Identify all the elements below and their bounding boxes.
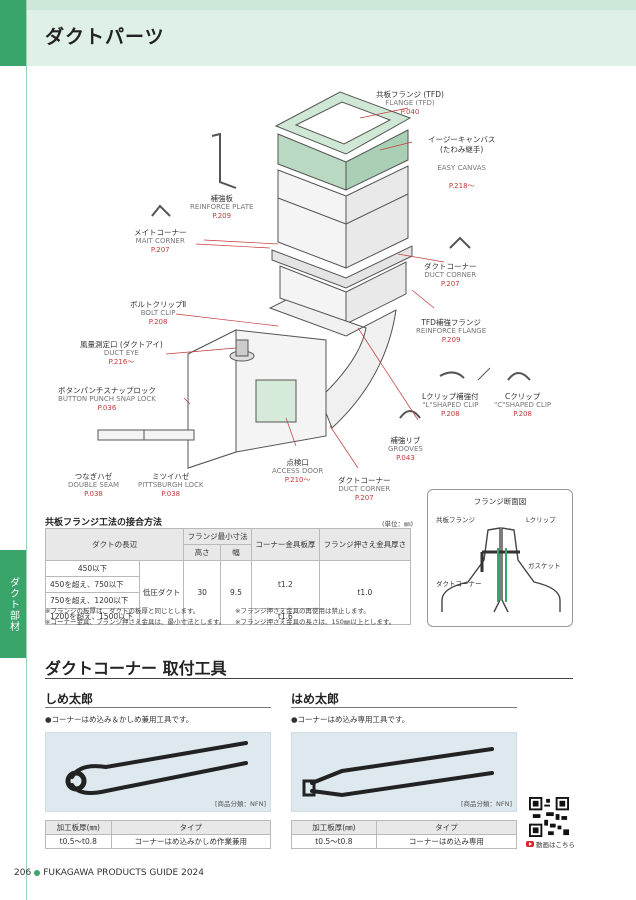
cell-type: コーナーはめ込み専用	[375, 834, 518, 849]
tool-name-shimetaro: しめ太郎	[45, 692, 94, 706]
tool-name-hametaro: はめ太郎	[291, 692, 340, 706]
qr-code-icon[interactable]	[528, 797, 570, 837]
label-gasket: ガスケット	[528, 562, 561, 570]
footer-dot-icon	[34, 870, 41, 876]
th-type: タイプ	[375, 820, 518, 835]
th-length: ダクトの長辺	[44, 528, 185, 561]
callout-snap-lock[interactable]: ボタンパンチスナップロック BUTTON PUNCH SNAP LOCK P.0…	[58, 386, 156, 413]
label-flange: 共板フランジ	[436, 516, 475, 524]
spec-footnotes: ※フランジの板厚は、ダクトの板厚と同じとします。 ※フランジ押さえ金具の再使用は禁…	[45, 606, 425, 628]
callout-c-clip[interactable]: Cクリップ "C"SHAPED CLIP P.208	[494, 392, 552, 419]
callout-tfd-flange[interactable]: 共板フランジ (TFD) FLANGE (TFD) P.040	[376, 90, 444, 117]
table-row: 1200を超え、1500以下 t1.6	[45, 608, 411, 625]
table-row: t0.5〜t0.8 コーナーはめ込み専用	[291, 834, 518, 849]
tool-rule	[291, 707, 517, 708]
callout-grooves[interactable]: 補強リブ GROOVES P.043	[388, 436, 423, 463]
section-tab-marker	[0, 0, 26, 66]
th-height: 高さ	[183, 544, 221, 561]
pliers-icon	[302, 747, 494, 798]
label-duct-corner: ダクトコーナー	[436, 580, 482, 588]
callout-bolt-clip[interactable]: ボルトクリップⅡ BOLT CLIP P.208	[130, 300, 187, 327]
page-footer: 206 FUKAGAWA PRODUCTS GUIDE 2024	[14, 868, 204, 878]
spec-table-unit: (単位：㎜)	[382, 520, 414, 528]
th-flange-min: フランジ最小寸法	[183, 528, 253, 545]
video-link-label: 動画はこちら	[536, 841, 575, 849]
callout-mait-corner[interactable]: メイトコーナー MAIT CORNER P.207	[134, 228, 187, 255]
footer-guide-title: FUKAGAWA PRODUCTS GUIDE 2024	[43, 868, 204, 878]
callout-double-seam[interactable]: つなぎハゼ DOUBLE SEAM P.038	[68, 472, 120, 499]
cell-length: 450を超え、750以下	[45, 576, 140, 593]
tool-photo-shimetaro: [商品分類：NFN]	[45, 732, 271, 812]
cell-length: 450以下	[45, 560, 140, 577]
tool-desc: ●コーナーはめ込み＆かしめ兼用工具です。	[45, 715, 194, 724]
tool-photo-hametaro: [商品分類：NFN]	[291, 732, 517, 812]
callout-reinforce-plate[interactable]: 補強板 REINFORCE PLATE P.209	[190, 194, 254, 221]
header-band	[26, 0, 636, 66]
th-type: タイプ	[110, 820, 272, 835]
cell-width: 9.5	[219, 560, 253, 625]
callout-easy-canvas[interactable]: イージーキャンバス (たわみ継手) EASY CANVAS P.218〜	[428, 135, 496, 190]
pliers-icon	[65, 741, 248, 795]
youtube-play-icon	[526, 841, 534, 847]
callout-reinforce-flange[interactable]: TFD補強フランジ REINFORCE FLANGE P.209	[416, 318, 487, 345]
footnote: ※コーナー金具、フランジ押さえ金具は、最小寸法とします。	[45, 618, 226, 627]
cell-pressure: 低圧ダクト	[138, 560, 185, 625]
cell-corner-a: t1.2	[251, 560, 320, 609]
tool-rule	[45, 707, 271, 708]
th-clip-thickness: フランジ押さえ金具厚さ	[318, 528, 412, 561]
duct-illustration	[97, 91, 531, 469]
cell-thickness: t0.5〜t0.8	[45, 834, 112, 849]
th-width: 幅	[219, 544, 253, 561]
tool-spec-table-shimetaro: 加工板厚(㎜) タイプ t0.5〜t0.8 コーナーはめ込みかしめ作業兼用	[45, 820, 272, 849]
page-number: 206	[14, 868, 32, 878]
tool-desc: ●コーナーはめ込み専用工具です。	[291, 715, 410, 724]
cell-length: 1200を超え、1500以下	[45, 608, 140, 625]
section-box-title: フランジ断面図	[473, 497, 527, 506]
footnote: ※フランジ押さえ金具の長さは、150㎜以上とします。	[235, 618, 396, 627]
tool-spec-table-hametaro: 加工板厚(㎜) タイプ t0.5〜t0.8 コーナーはめ込み専用	[291, 820, 518, 849]
tools-heading: ダクトコーナー 取付工具	[45, 659, 227, 678]
footnote: ※フランジ押さえ金具の再使用は禁止します。	[235, 607, 370, 615]
cell-clip: t1.0	[318, 560, 412, 625]
category-code: [商品分類：NFN]	[460, 800, 512, 808]
cell-height: 30	[183, 560, 221, 625]
callout-l-clip[interactable]: Lクリップ補強付 "L"SHAPED CLIP P.208	[422, 392, 479, 419]
flange-section-diagram: フランジ断面図 共板フランジ Lクリップ ガスケット ダクトコーナー	[427, 489, 573, 627]
th-corner-thickness: コーナー金具板厚	[251, 528, 320, 561]
callout-duct-eye[interactable]: 風量測定口 (ダクトアイ) DUCT EYE P.216〜	[80, 340, 163, 367]
left-margin-rule	[26, 0, 27, 900]
duct-parts-diagram: 共板フランジ (TFD) FLANGE (TFD) P.040 イージーキャンバ…	[40, 78, 620, 508]
callout-duct-corner-bottom[interactable]: ダクトコーナー DUCT CORNER P.207	[338, 476, 391, 503]
label-l-clip: Lクリップ	[526, 516, 556, 524]
cell-corner-b: t1.6	[251, 608, 320, 625]
th-thickness: 加工板厚(㎜)	[45, 820, 112, 835]
spec-table-caption: 共板フランジ工法の接合方法	[45, 518, 163, 528]
page-title: ダクトパーツ	[45, 26, 165, 48]
footnote: ※フランジの板厚は、ダクトの板厚と同じとします。	[45, 607, 200, 615]
th-thickness: 加工板厚(㎜)	[291, 820, 377, 835]
cell-thickness: t0.5〜t0.8	[291, 834, 377, 849]
callout-pittsburgh-lock[interactable]: ミツイハゼ PITTSBURGH LOCK P.038	[138, 472, 204, 499]
category-code: [商品分類：NFN]	[214, 800, 266, 808]
table-row: 450以下 低圧ダクト 30 9.5 t1.2 t1.0	[45, 560, 412, 625]
flange-section-drawing	[441, 527, 561, 613]
video-link[interactable]: 動画はこちら	[526, 839, 575, 849]
cell-type: コーナーはめ込みかしめ作業兼用	[110, 834, 272, 849]
tools-heading-rule	[45, 678, 573, 679]
callout-access-door[interactable]: 点検口 ACCESS DOOR P.210〜	[272, 458, 324, 485]
side-category-tab[interactable]: ダクト部材	[0, 550, 26, 658]
flange-spec-table: ダクトの長辺 フランジ最小寸法 コーナー金具板厚 フランジ押さえ金具厚さ 高さ …	[44, 528, 412, 625]
callout-duct-corner-top[interactable]: ダクトコーナー DUCT CORNER P.207	[424, 262, 477, 289]
table-row: t0.5〜t0.8 コーナーはめ込みかしめ作業兼用	[45, 834, 272, 849]
